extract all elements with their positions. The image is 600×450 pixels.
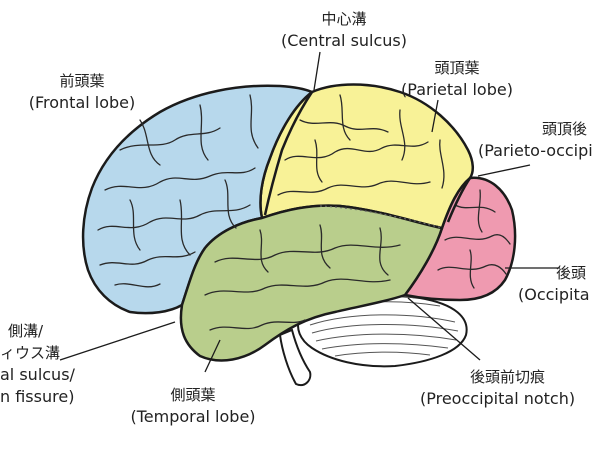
occipital-ja: 後頭 bbox=[556, 264, 587, 282]
label-parietal-lobe: 頭頂葉 (Parietal lobe) bbox=[388, 57, 526, 101]
lateral-sulcus-ja-2: ィウス溝 bbox=[0, 344, 61, 362]
frontal-gyri bbox=[97, 94, 259, 288]
frontal-lobe-en: (Frontal lobe) bbox=[28, 93, 136, 112]
label-frontal-lobe: 前頭葉 (Frontal lobe) bbox=[2, 70, 162, 114]
frontal-lobe-ja: 前頭葉 bbox=[59, 72, 105, 90]
parieto-occipital-ja: 頭頂後 bbox=[542, 120, 588, 138]
central-sulcus bbox=[263, 91, 314, 216]
parieto-occipital-en: (Parieto-occipi bbox=[478, 141, 593, 160]
temporal-gyri bbox=[204, 224, 401, 331]
central-sulcus-ja: 中心溝 bbox=[321, 10, 367, 28]
label-central-sulcus: 中心溝 (Central sulcus) bbox=[272, 8, 416, 52]
occipital-gyri bbox=[437, 189, 511, 289]
occipital-en: (Occipita bbox=[518, 285, 590, 304]
lateral-sulcus-en-2: n fissure) bbox=[0, 387, 75, 406]
preoccipital-notch-en: (Preoccipital notch) bbox=[420, 389, 576, 408]
lateral-sulcus-ja-1: 側溝/ bbox=[8, 322, 44, 340]
temporal-lobe-ja: 側頭葉 bbox=[170, 386, 216, 404]
parietal-gyri bbox=[277, 94, 445, 196]
label-lateral-sulcus: 側溝/ ィウス溝 al sulcus/ n fissure) bbox=[0, 320, 75, 408]
central-sulcus-en: (Central sulcus) bbox=[280, 31, 408, 50]
temporal-lobe bbox=[179, 204, 444, 362]
temporal-lobe-en: (Temporal lobe) bbox=[130, 407, 256, 426]
cerebellum bbox=[297, 295, 468, 368]
label-parieto-occipital: 頭頂後 (Parieto-occipi bbox=[478, 118, 593, 162]
parieto-occipital-sulcus bbox=[446, 177, 472, 223]
label-preoccipital-notch: 後頭前切痕 (Preoccipital notch) bbox=[420, 366, 600, 410]
lateral-sulcus-en-1: al sulcus/ bbox=[0, 365, 75, 384]
leader-lines bbox=[59, 51, 560, 373]
parietal-lobe-en: (Parietal lobe) bbox=[401, 80, 513, 99]
label-temporal-lobe: 側頭葉 (Temporal lobe) bbox=[118, 384, 268, 428]
parietal-lobe-ja: 頭頂葉 bbox=[434, 59, 480, 77]
preoccipital-notch-ja: 後頭前切痕 bbox=[470, 368, 546, 386]
brainstem bbox=[278, 328, 312, 386]
label-occipital: 後頭 (Occipita bbox=[518, 262, 590, 306]
